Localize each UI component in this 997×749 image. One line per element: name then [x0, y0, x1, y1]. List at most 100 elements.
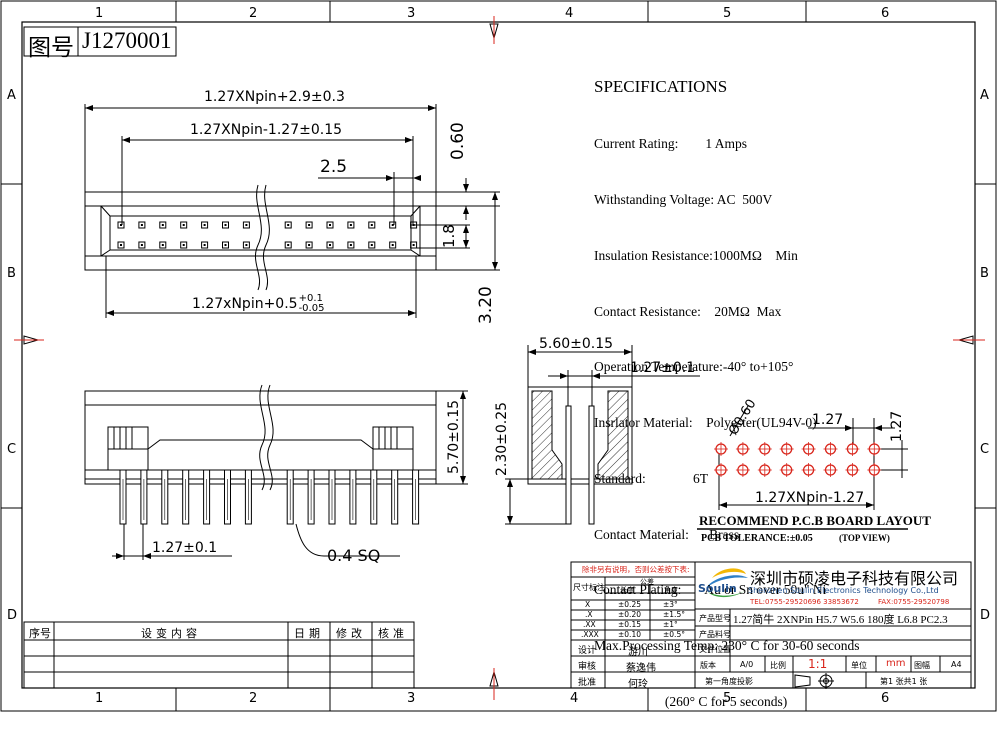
zone-label: D	[7, 608, 18, 623]
pin-square	[222, 241, 229, 249]
dim-front-pitch: 1.27±0.1	[152, 540, 218, 556]
pin-square	[368, 241, 376, 249]
pin-square	[284, 241, 292, 249]
pin-square	[117, 241, 125, 249]
zone-label: 4	[570, 691, 579, 706]
company-logo-text: Soulin	[698, 582, 737, 595]
dim-tol-up: +0.1	[298, 293, 323, 304]
pcb-arrows	[719, 425, 882, 508]
pin-square-core	[308, 224, 311, 226]
drawing-no-value: J1270001	[82, 28, 172, 53]
dim-top-pitch-v: 1.8	[440, 224, 458, 248]
tol-len: ±0.10	[618, 630, 641, 639]
dim-top-offset: 2.5	[320, 157, 348, 177]
rev-header: 核准	[378, 627, 408, 640]
signoff-role: 批准	[578, 678, 597, 688]
pin-square-core	[308, 244, 311, 246]
signoff-role: 审核	[578, 662, 597, 672]
dim-front-height: 5.70±0.15	[446, 399, 462, 474]
zone-label: 4	[565, 6, 574, 21]
drawing-no-label: 图号	[28, 35, 74, 60]
rev-header: 日期	[294, 627, 324, 640]
pin-square-core	[370, 224, 373, 226]
top-view-pins	[117, 221, 418, 249]
pin-square-core	[329, 244, 331, 246]
pin-square-core	[287, 224, 290, 226]
sheet-label: 第1 张共1 张	[880, 677, 928, 686]
pin-square	[222, 221, 229, 229]
pin-square	[242, 221, 250, 229]
unit-value: mm	[886, 658, 906, 669]
tol-code: .X	[585, 610, 593, 619]
pin-square	[138, 221, 146, 229]
rev-header: 序号	[29, 627, 51, 640]
tol-group: 公差	[640, 578, 654, 586]
spec-line: Operation Temperature:-40° to+105°	[594, 359, 794, 375]
spec-line: Standard: 6T	[594, 470, 708, 486]
dim-tol-dn: -0.05	[298, 303, 325, 314]
zone-label: 3	[407, 691, 416, 706]
pin-square-core	[245, 224, 248, 226]
title-block-grid	[570, 561, 972, 689]
version-value: A/0	[740, 660, 754, 669]
tol-ang: ±3°	[663, 600, 678, 609]
soulin-logo-icon	[706, 568, 748, 598]
tol-len: ±0.20	[618, 610, 641, 619]
pin-square-core	[120, 244, 122, 246]
pin-square	[410, 241, 418, 249]
projection-label: 第一角度投影	[705, 677, 753, 686]
pin-square	[305, 221, 313, 229]
top-view	[84, 104, 500, 318]
zone-label: A	[7, 88, 16, 103]
front-view-arrows	[116, 391, 466, 559]
pin-square	[347, 241, 355, 249]
tol-code: .XXX	[581, 630, 599, 639]
zone-label: 1	[95, 6, 104, 21]
pin-square-core	[412, 244, 415, 246]
dim-top-gap: 0.60	[448, 122, 468, 160]
projection-symbol	[794, 673, 834, 689]
signoff-name: 何玲	[628, 679, 648, 690]
spec-line: Withstanding Voltage: AC 500V	[594, 191, 773, 207]
spec-line: Max.Processing Temp: 230° C for 30-60 se…	[594, 638, 860, 654]
specs-list: Current Rating: 1 Amps Withstanding Volt…	[594, 98, 860, 749]
pin-square-core	[349, 244, 352, 246]
pin-square	[410, 221, 418, 229]
dim-pcb-span: 1.27XNpin-1.27	[755, 490, 865, 506]
pin-square	[242, 241, 250, 249]
pin-square-core	[245, 244, 248, 246]
zone-label: B	[7, 266, 16, 281]
tol-code: X	[585, 600, 591, 609]
tol-len: ±0.15	[618, 620, 641, 629]
pin-square-core	[412, 224, 415, 226]
revision-table	[23, 621, 415, 689]
spec-line: Insrlator Material: Polyester(UL94V-0)	[594, 415, 817, 431]
pin-square	[180, 241, 188, 249]
side-view	[505, 345, 700, 525]
zone-label: 5	[723, 6, 732, 21]
size-label: 图幅	[914, 661, 930, 670]
drawing-sheet	[0, 0, 997, 712]
spec-line: (260° C for 5 seconds)	[594, 694, 788, 709]
zone-label: 2	[249, 6, 258, 21]
pin-square	[284, 221, 292, 229]
outer-frame	[0, 0, 997, 712]
dim-bottom-width: 1.27xNpin+0.5+0.1-0.05	[192, 294, 324, 314]
pin-square	[305, 241, 313, 249]
center-marks	[14, 16, 985, 700]
signoff-name: 游川	[628, 647, 648, 658]
pcb-layout-title: RECOMMEND P.C.B BOARD LAYOUT	[699, 513, 931, 528]
zone-ticks	[1, 1, 996, 711]
zone-label: A	[980, 88, 989, 103]
pin-square-core	[182, 224, 185, 226]
company-tel: TEL:0755-29520696 33853672	[750, 598, 859, 606]
product-no-label: 产品型号	[699, 614, 731, 623]
pin-square-core	[203, 224, 206, 226]
pin-square	[138, 241, 146, 249]
zone-label: 5	[723, 691, 732, 706]
pin-square	[326, 221, 334, 229]
pin-square-core	[161, 224, 164, 226]
drawing-no-box	[23, 26, 177, 57]
signoff-name: 蔡逸伟	[626, 663, 656, 674]
dim-top-inner: 1.27XNpin-1.27±0.15	[190, 122, 343, 138]
